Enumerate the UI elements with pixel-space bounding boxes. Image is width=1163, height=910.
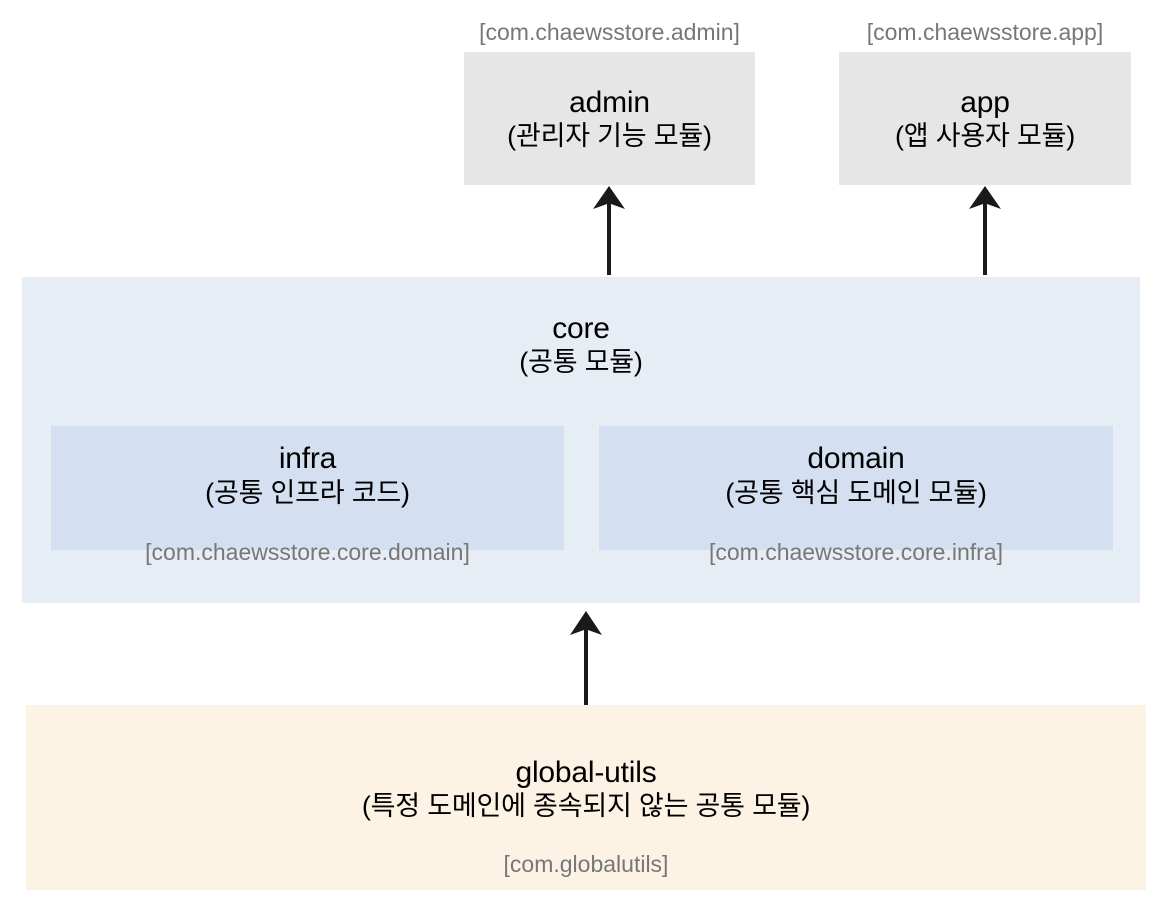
global-utils-package-label: [com.globalutils] <box>503 851 669 877</box>
module-box-infra[interactable]: infra (공통 인프라 코드) <box>51 426 564 550</box>
module-box-domain[interactable]: domain (공통 핵심 도메인 모듈) <box>599 426 1113 550</box>
domain-title: domain <box>807 442 905 476</box>
admin-package-label: [com.chaewsstore.admin] <box>479 19 740 45</box>
core-title: core <box>552 312 610 345</box>
global-utils-title: global-utils <box>515 755 657 789</box>
module-box-global-utils[interactable]: global-utils (특정 도메인에 종속되지 않는 공통 모듈) <box>26 705 1146 890</box>
admin-title: admin <box>569 85 650 119</box>
app-description: (앱 사용자 모듈) <box>894 121 1076 151</box>
app-package-label: [com.chaewsstore.app] <box>866 19 1104 45</box>
infra-description: (공통 인프라 코드) <box>205 477 410 508</box>
core-description: (공통 모듈) <box>519 347 643 378</box>
global-utils-description: (특정 도메인에 종속되지 않는 공통 모듈) <box>361 791 811 821</box>
domain-description: (공통 핵심 도메인 모듈) <box>725 477 987 508</box>
module-box-admin[interactable]: admin (관리자 기능 모듈) <box>464 52 755 185</box>
arrow-core-to-admin-icon <box>592 185 626 275</box>
admin-description: (관리자 기능 모듈) <box>507 121 712 151</box>
arrow-global-utils-to-core-icon <box>569 610 603 706</box>
domain-package-label: [com.chaewsstore.core.infra] <box>708 539 1003 565</box>
module-box-app[interactable]: app (앱 사용자 모듈) <box>839 52 1131 185</box>
infra-title: infra <box>278 442 337 476</box>
arrow-core-to-app-icon <box>968 185 1002 275</box>
infra-package-label: [com.chaewsstore.core.domain] <box>145 539 470 565</box>
app-title: app <box>960 85 1010 119</box>
